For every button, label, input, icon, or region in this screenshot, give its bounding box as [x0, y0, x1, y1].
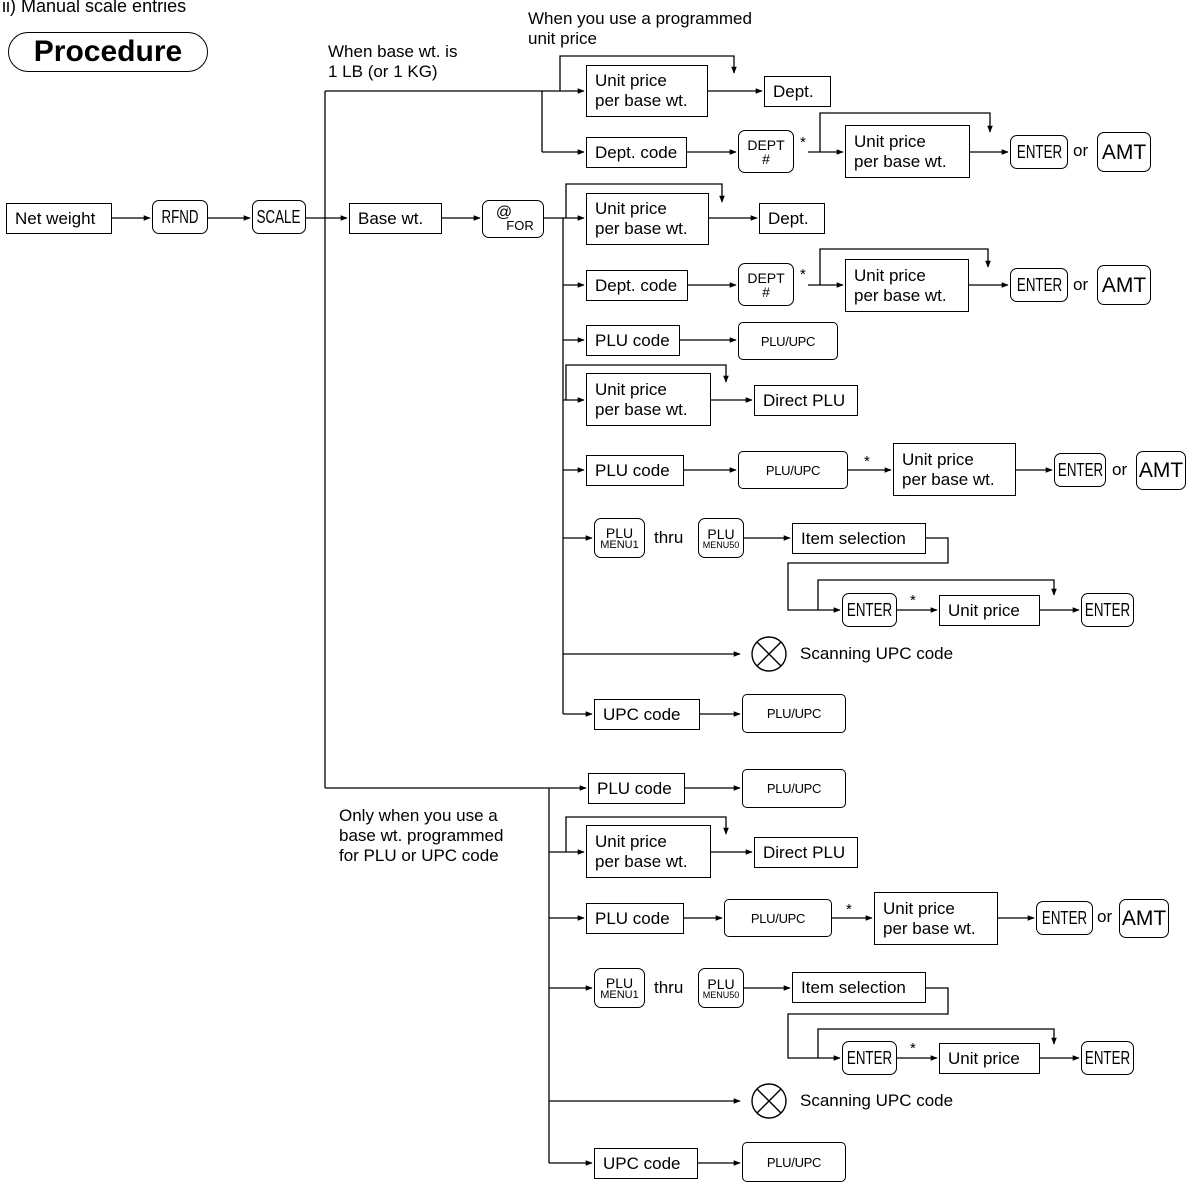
- procedure-label: Procedure: [8, 32, 208, 72]
- amt-key: AMT: [1119, 899, 1169, 938]
- net-weight-box: Net weight: [6, 203, 112, 234]
- enter-key: ENTER: [1036, 901, 1093, 935]
- dept-code-box: Dept. code: [586, 137, 687, 168]
- plu-code-box: PLU code: [588, 773, 685, 804]
- dept-box: Dept.: [759, 203, 825, 234]
- optional-star: *: [910, 1040, 916, 1057]
- optional-star: *: [800, 266, 806, 283]
- enter-key: ENTER: [1010, 268, 1068, 302]
- scanning-upc-label: Scanning UPC code: [800, 1091, 954, 1110]
- plu-upc-key: PLU/UPC: [724, 899, 832, 937]
- plu-code-box: PLU code: [586, 455, 684, 486]
- plu-upc-key: PLU/UPC: [738, 322, 838, 360]
- upc-code-box: UPC code: [594, 1148, 698, 1179]
- optional-star: *: [910, 592, 916, 609]
- scanner-icon: [751, 636, 787, 672]
- dept-hash-key: DEPT#: [738, 130, 794, 173]
- optional-star: *: [800, 134, 806, 151]
- or-label: or: [1073, 141, 1089, 160]
- direct-plu-box: Direct PLU: [754, 385, 858, 416]
- amt-key: AMT: [1136, 451, 1186, 490]
- amt-key: AMT: [1097, 132, 1151, 172]
- scanner-icon: [751, 1083, 787, 1119]
- thru-label: thru: [654, 528, 684, 547]
- plu-upc-key: PLU/UPC: [742, 1142, 846, 1182]
- plu-upc-key: PLU/UPC: [742, 694, 846, 733]
- base-wt-box: Base wt.: [349, 203, 442, 234]
- rfnd-key: RFND: [152, 200, 208, 234]
- thru-label: thru: [654, 978, 684, 997]
- plu-code-box: PLU code: [586, 325, 680, 356]
- direct-plu-box: Direct PLU: [754, 837, 858, 868]
- dept-box: Dept.: [764, 76, 831, 107]
- or-label: or: [1073, 275, 1089, 294]
- dept-hash-key: DEPT#: [738, 263, 794, 306]
- section-heading: ii) Manual scale entries: [2, 0, 187, 16]
- or-label: or: [1097, 907, 1113, 926]
- item-selection-box: Item selection: [792, 523, 926, 554]
- enter-key: ENTER: [1010, 135, 1068, 169]
- plu-upc-key: PLU/UPC: [738, 451, 848, 489]
- plu-upc-key: PLU/UPC: [742, 769, 846, 808]
- optional-star: *: [846, 901, 852, 918]
- enter-key: ENTER: [1081, 593, 1134, 627]
- enter-key: ENTER: [1054, 453, 1106, 487]
- unit-price-box: Unit price: [939, 595, 1040, 626]
- item-selection-box: Item selection: [792, 972, 926, 1003]
- unit-price-box: Unit price: [939, 1043, 1040, 1074]
- upc-code-box: UPC code: [594, 699, 700, 730]
- optional-star: *: [864, 453, 870, 470]
- enter-key: ENTER: [842, 593, 897, 627]
- scanning-upc-label: Scanning UPC code: [800, 644, 954, 663]
- dept-code-box: Dept. code: [586, 270, 688, 301]
- or-label: or: [1112, 460, 1128, 479]
- enter-key: ENTER: [1081, 1041, 1134, 1075]
- enter-key: ENTER: [842, 1041, 897, 1075]
- at-for-key: @ FOR: [482, 200, 544, 238]
- scale-key: SCALE: [252, 200, 306, 234]
- amt-key: AMT: [1097, 265, 1151, 305]
- plu-code-box: PLU code: [586, 903, 684, 934]
